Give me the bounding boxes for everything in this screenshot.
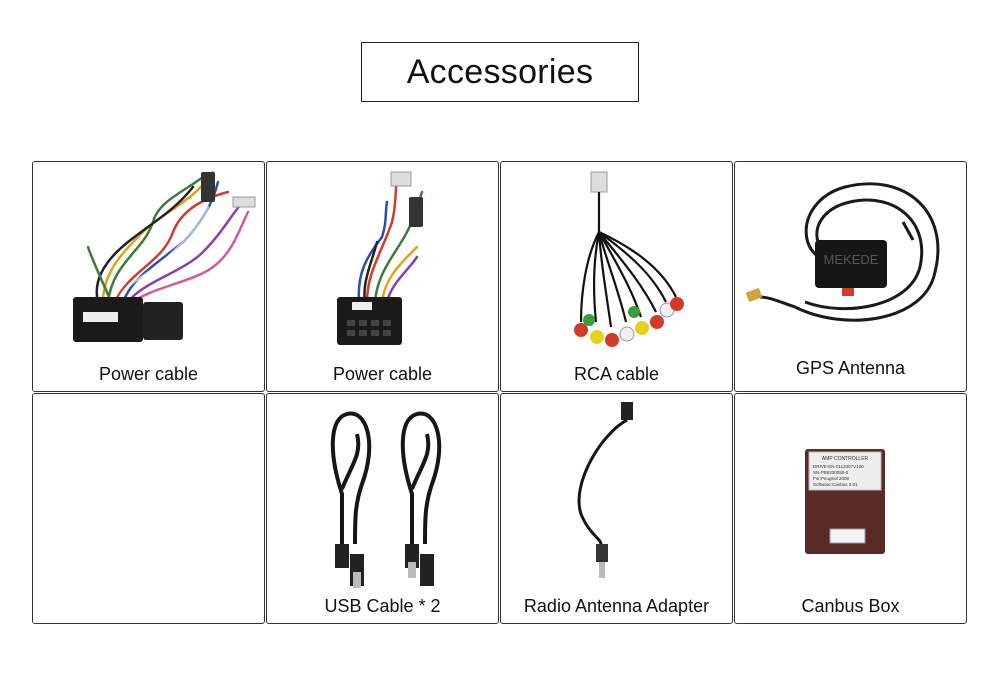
wiring-harness-icon: [73, 170, 256, 342]
item-label: Canbus Box: [801, 596, 900, 616]
item-label: RCA cable: [573, 364, 660, 384]
usb-cable-icon: [330, 411, 442, 588]
accessory-card-radio-antenna-adapter: Radio Antenna Adapter: [500, 393, 733, 624]
accessory-card-power-cable-1: Power cable: [32, 161, 265, 392]
item-label: Radio Antenna Adapter: [523, 596, 710, 616]
image-text: For:Peugeot 2008: [813, 476, 850, 481]
accessory-card-power-cable-2: Power cable: [266, 161, 499, 392]
accessory-card-usb-cable: USB Cable * 2: [266, 393, 499, 624]
canbus-box-icon: AMP CONTROLLER DRIVE-EN-0112007V120 SN-P…: [805, 449, 885, 554]
page-title: Accessories: [406, 52, 594, 91]
antenna-adapter-icon: [577, 402, 633, 578]
accessory-card-rca-cable: RCA cable: [500, 161, 733, 392]
item-label: Power cable: [98, 364, 199, 384]
item-label: Power cable: [332, 364, 433, 384]
wiring-harness-icon: [337, 171, 424, 345]
image-text: DRIVE-EN-0112007V120: [813, 464, 864, 469]
accessory-card-empty: [32, 393, 265, 624]
accessory-card-canbus-box: AMP CONTROLLER DRIVE-EN-0112007V120 SN-P…: [734, 393, 967, 624]
image-text: MEKEDE: [824, 252, 879, 267]
gps-antenna-icon: MEKEDE: [745, 182, 940, 322]
image-text: AMP CONTROLLER: [822, 456, 869, 462]
image-text: SN-PB6330080-0: [813, 470, 849, 475]
item-label: GPS Antenna: [795, 358, 906, 378]
item-label: USB Cable * 2: [324, 596, 441, 616]
image-text: Software:Canbus 0.01: [813, 482, 858, 487]
rca-cable-icon: [574, 171, 684, 347]
accessory-card-gps-antenna: MEKEDE GPS Antenna: [734, 161, 967, 392]
page-title-box: Accessories: [361, 42, 639, 102]
